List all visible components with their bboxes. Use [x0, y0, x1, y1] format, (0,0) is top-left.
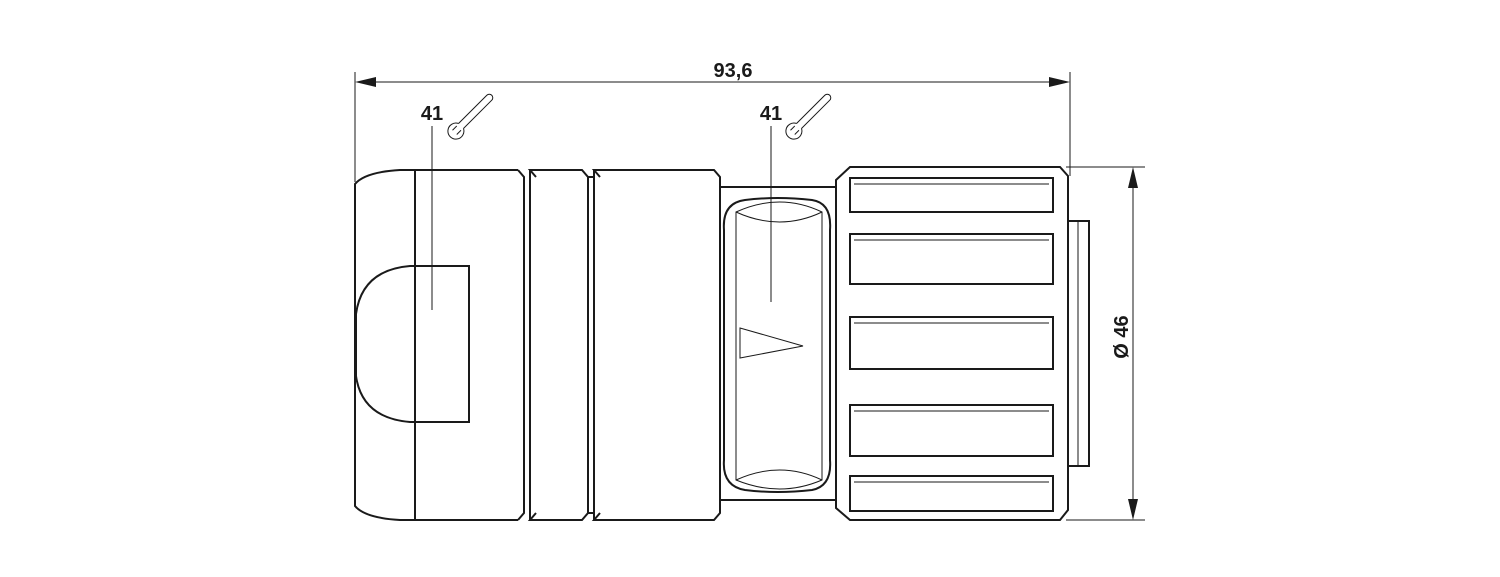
wrench-flat — [355, 265, 470, 423]
wrench-callout-2: 41 — [760, 93, 832, 302]
wrench-icon — [447, 93, 494, 140]
direction-arrow — [739, 327, 804, 359]
diameter-dimension: Ø 46 — [1066, 166, 1145, 521]
arrowhead-bottom — [1128, 499, 1138, 520]
length-label: 93,6 — [714, 60, 753, 82]
nut-grip-slots — [849, 177, 1054, 512]
window-inner — [735, 201, 823, 490]
arrowhead-left — [355, 77, 376, 87]
wrench-icon — [785, 93, 832, 140]
length-dimension: 93,6 — [354, 60, 1071, 182]
connector-sleeve — [517, 169, 721, 521]
wrench-size-label-1: 41 — [421, 103, 443, 125]
diameter-label: Ø 46 — [1111, 315, 1133, 358]
arrowhead-right — [1049, 77, 1070, 87]
connector-end-cap — [354, 169, 518, 521]
rear-thread — [1068, 220, 1090, 467]
coupling-nut — [835, 166, 1069, 521]
wrench-callout-1: 41 — [421, 93, 494, 310]
wrench-size-label-2: 41 — [760, 103, 782, 125]
arrowhead-top — [1128, 167, 1138, 188]
window-outer — [722, 197, 832, 493]
connector-neck — [720, 186, 837, 501]
